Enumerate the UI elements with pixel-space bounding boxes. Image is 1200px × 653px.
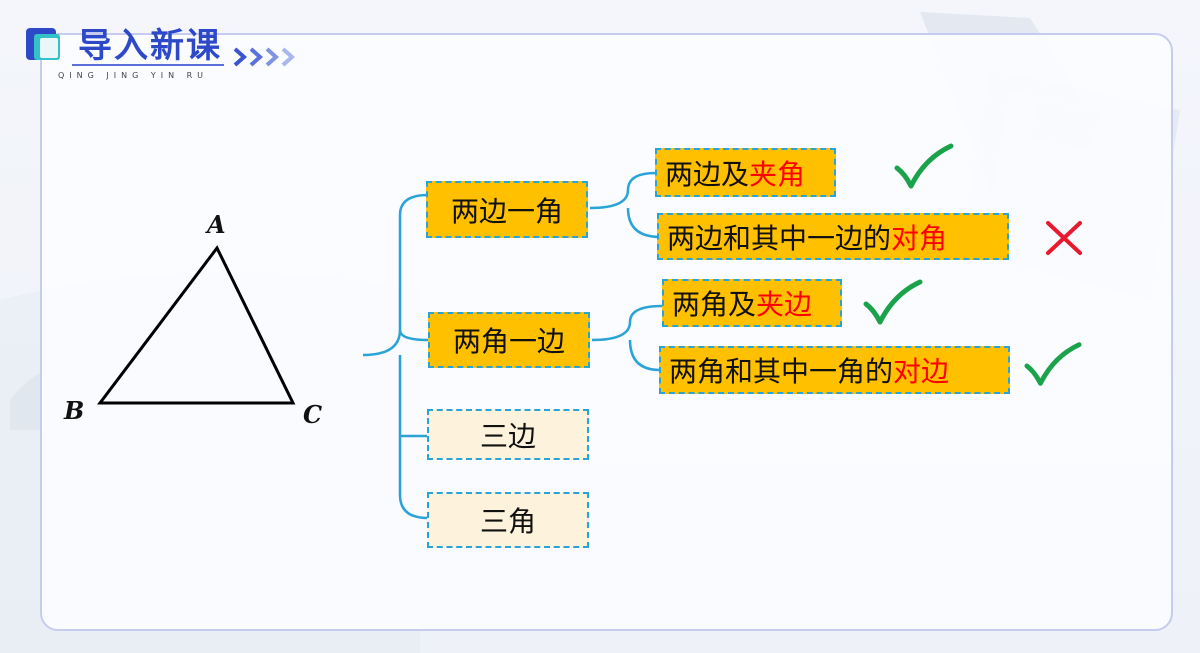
triangle-abc — [96, 245, 296, 405]
branch-brace-2 — [591, 304, 663, 372]
leaf-text: 两角和其中一角的 — [669, 355, 894, 388]
tree-connectors — [362, 171, 663, 520]
leaf-sas: 两边及夹角 — [655, 148, 836, 197]
leaf-highlight: 夹角 — [749, 157, 806, 191]
node-two-sides-one-angle: 两边一角 — [426, 181, 588, 238]
leaf-ssa: 两边和其中一边的对角 — [657, 213, 1009, 260]
chevrons-right-icon — [233, 47, 296, 67]
leaf-aas: 两角和其中一角的对边 — [659, 346, 1010, 394]
check-mark-icon — [1024, 342, 1082, 386]
vertex-label-b: B — [64, 396, 85, 425]
cross-mark-icon — [1046, 221, 1082, 255]
title-underline — [72, 64, 224, 66]
leaf-text: 两边及 — [665, 157, 750, 191]
book-logo-icon — [26, 28, 60, 60]
leaf-text: 两边和其中一边的 — [667, 221, 892, 255]
leaf-highlight: 对角 — [891, 221, 948, 255]
check-mark-icon — [894, 143, 954, 189]
leaf-text: 两角及 — [672, 288, 757, 321]
vertex-label-a: A — [207, 210, 226, 239]
leaf-asa: 两角及夹边 — [662, 279, 842, 327]
node-two-angles-one-side: 两角一边 — [428, 312, 590, 368]
section-subtitle: QING JING YIN RU — [58, 71, 209, 80]
leaf-highlight: 夹边 — [756, 288, 813, 321]
root-brace — [362, 193, 429, 520]
check-mark-icon — [863, 279, 923, 325]
leaf-highlight: 对边 — [893, 355, 950, 388]
vertex-label-c: C — [303, 400, 323, 429]
content-card — [40, 33, 1173, 631]
node-three-sides: 三边 — [427, 409, 589, 460]
section-title: 导入新课 — [78, 26, 222, 66]
node-three-angles: 三角 — [427, 492, 589, 548]
branch-brace-1 — [589, 171, 661, 239]
